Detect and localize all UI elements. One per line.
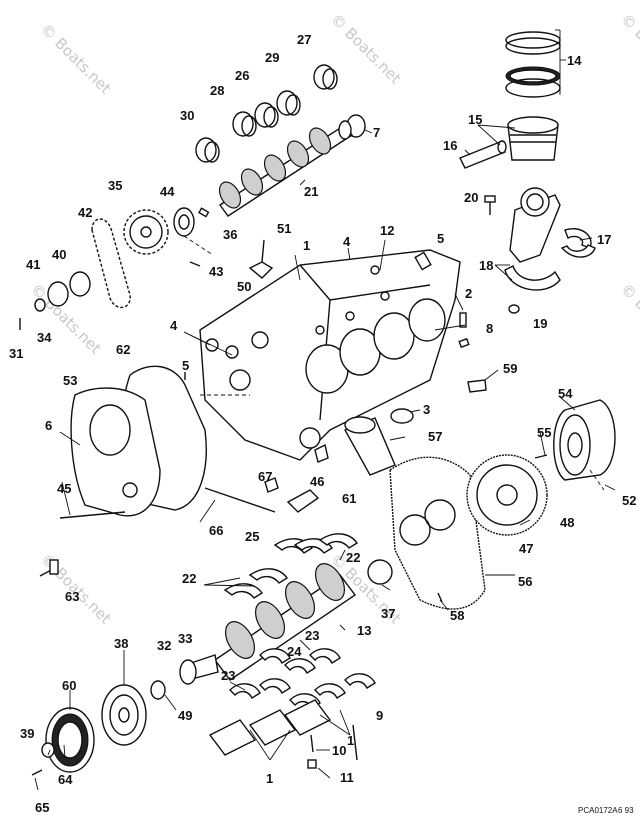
- callout-27: 27: [297, 32, 311, 47]
- callout-31: 31: [9, 346, 23, 361]
- hardware: [39, 207, 487, 603]
- callout-23-left: 23: [221, 668, 235, 683]
- timing-components: [19, 207, 214, 330]
- pulleys: [31, 680, 166, 776]
- callout-64: 64: [58, 772, 73, 787]
- callout-48: 48: [560, 515, 574, 530]
- callout-36: 36: [223, 227, 237, 242]
- callout-58: 58: [450, 608, 464, 623]
- callout-4: 4: [343, 234, 351, 249]
- callout-9: 9: [376, 708, 383, 723]
- piston-assembly: [459, 31, 561, 169]
- callout-4-front: 4: [170, 318, 178, 333]
- callout-35: 35: [108, 178, 122, 193]
- callout-8: 8: [486, 321, 493, 336]
- callout-51: 51: [277, 221, 291, 236]
- leader-lines: [34, 29, 616, 791]
- callout-2: 2: [465, 286, 472, 301]
- callout-38: 38: [114, 636, 128, 651]
- callout-1-caps-right: 1: [347, 733, 354, 748]
- callout-10: 10: [332, 743, 346, 758]
- callout-24: 24: [287, 644, 302, 659]
- callout-34: 34: [37, 330, 52, 345]
- callout-13: 13: [357, 623, 371, 638]
- callout-29: 29: [265, 50, 279, 65]
- watermark: © Boats.net: [327, 10, 405, 88]
- bearing-caps: [208, 648, 376, 769]
- callout-25: 25: [245, 529, 259, 544]
- callout-53: 53: [63, 373, 77, 388]
- callout-1-caps: 1: [266, 771, 273, 786]
- drawing-code: PCA0172A: [578, 806, 618, 815]
- callout-32: 32: [157, 638, 171, 653]
- drawing-reference: PCA0172A 6 93: [578, 806, 634, 815]
- callout-3: 3: [423, 402, 430, 417]
- callout-65: 65: [35, 800, 49, 815]
- callout-43: 43: [209, 264, 223, 279]
- callout-59: 59: [503, 361, 517, 376]
- callout-6: 6: [45, 418, 52, 433]
- callout-22-left: 22: [182, 571, 196, 586]
- callout-66: 66: [209, 523, 223, 538]
- callout-12: 12: [380, 223, 394, 238]
- connecting-rod: [484, 187, 596, 314]
- callout-30: 30: [180, 108, 194, 123]
- watermark: © Boats.net: [617, 280, 640, 358]
- callout-50: 50: [237, 279, 251, 294]
- callout-7: 7: [373, 125, 380, 140]
- callout-28: 28: [210, 83, 224, 98]
- callouts: 1 2 3 4 4 5 5 6 7 8 9 10 11 12 13 14 15 …: [9, 32, 636, 815]
- callout-14: 14: [567, 53, 582, 68]
- callout-5: 5: [437, 231, 444, 246]
- callout-33: 33: [178, 631, 192, 646]
- callout-40: 40: [52, 247, 66, 262]
- callout-56: 56: [518, 574, 532, 589]
- drawing-date: 6 93: [618, 806, 634, 815]
- callout-67: 67: [258, 469, 272, 484]
- callout-19: 19: [533, 316, 547, 331]
- camshaft: [218, 120, 353, 217]
- callout-63: 63: [65, 589, 79, 604]
- crankshaft: [179, 533, 358, 685]
- cam-bearings: [195, 64, 366, 163]
- watermark: © Boats.net: [617, 10, 640, 88]
- engine-block: [199, 249, 461, 461]
- callout-21: 21: [304, 184, 318, 199]
- callout-47: 47: [519, 541, 533, 556]
- watermark: © Boats.net: [37, 20, 115, 98]
- callout-60: 60: [62, 678, 76, 693]
- callout-17: 17: [597, 232, 611, 247]
- callout-20: 20: [464, 190, 478, 205]
- callout-49: 49: [178, 708, 192, 723]
- callout-44: 44: [160, 184, 175, 199]
- callout-42: 42: [78, 205, 92, 220]
- callout-5-front: 5: [182, 358, 189, 373]
- callout-22-right: 22: [346, 550, 360, 565]
- callout-55: 55: [537, 425, 551, 440]
- callout-61: 61: [342, 491, 356, 506]
- callout-45: 45: [57, 481, 71, 496]
- callout-62: 62: [116, 342, 130, 357]
- callout-26: 26: [235, 68, 249, 83]
- rear-components: [344, 399, 616, 610]
- callout-11: 11: [340, 770, 354, 785]
- callout-54: 54: [558, 386, 573, 401]
- callout-46: 46: [310, 474, 324, 489]
- callout-18: 18: [479, 258, 493, 273]
- callout-39: 39: [20, 726, 34, 741]
- callout-41: 41: [26, 257, 40, 272]
- front-covers: [59, 365, 250, 519]
- callout-23-top: 23: [305, 628, 319, 643]
- callout-52: 52: [622, 493, 636, 508]
- callout-1: 1: [303, 238, 310, 253]
- callout-37: 37: [381, 606, 395, 621]
- callout-57: 57: [428, 429, 442, 444]
- callout-15: 15: [468, 112, 482, 127]
- callout-16: 16: [443, 138, 457, 153]
